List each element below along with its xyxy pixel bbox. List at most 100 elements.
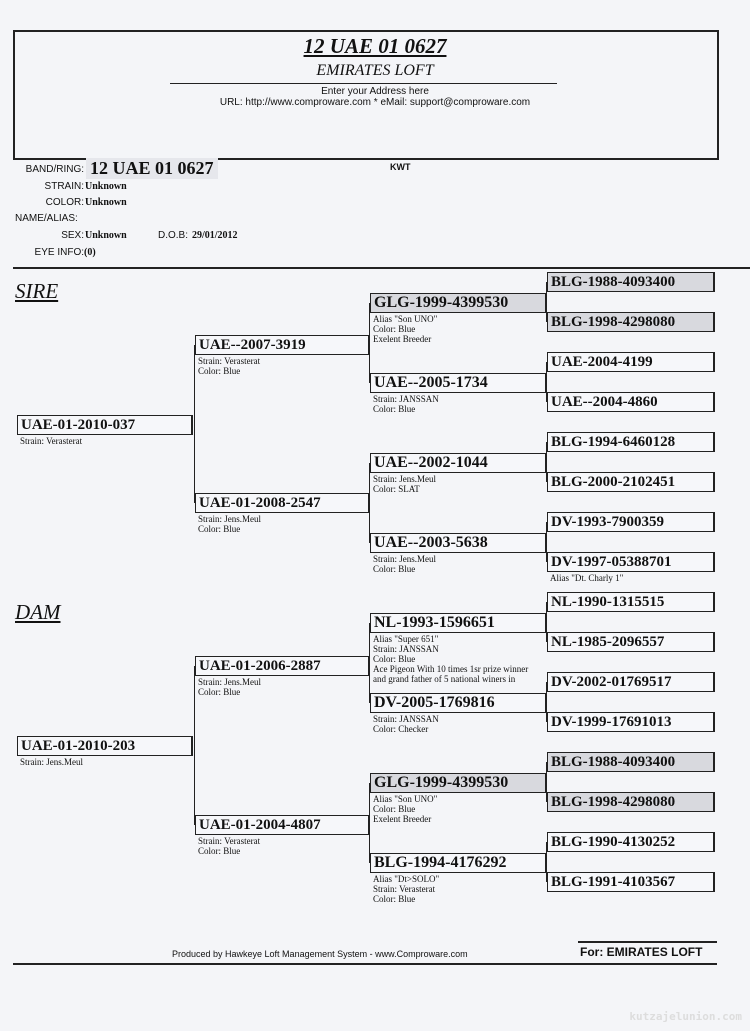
connector-line bbox=[546, 362, 547, 402]
connector-line bbox=[194, 666, 195, 825]
gen4-bird-band: BLG-1990-4130252 bbox=[547, 832, 715, 852]
connector-line bbox=[369, 623, 370, 703]
gen4-bird-info: Alias "Dt. Charly 1" bbox=[550, 573, 624, 583]
sire-heading: SIRE bbox=[15, 279, 59, 303]
gen3-bird-band: BLG-1994-4176292 bbox=[370, 853, 547, 873]
gen2-bird-info: Strain: Verasterat bbox=[198, 836, 261, 846]
watermark: kutzajelunion.com bbox=[629, 1010, 742, 1023]
gen1-bird-info: Strain: Verasterat bbox=[20, 436, 83, 446]
gen2-bird-band: UAE--2007-3919 bbox=[195, 335, 370, 355]
connector-line bbox=[369, 463, 370, 543]
divider bbox=[578, 941, 717, 943]
gen1-bird-info: Strain: Jens.Meul bbox=[20, 757, 83, 767]
alias-label: NAME/ALIAS: bbox=[15, 213, 78, 224]
gen3-bird-info: Alias "Son UNO" bbox=[373, 794, 438, 804]
gen2-bird-band: UAE-01-2004-4807 bbox=[195, 815, 370, 835]
gen4-bird-band: BLG-1988-4093400 bbox=[547, 752, 715, 772]
gen2-bird-info: Strain: Verasterat bbox=[198, 356, 261, 366]
gen3-bird-info: Color: Blue bbox=[373, 654, 416, 664]
dob-label: D.O.B: bbox=[158, 230, 189, 241]
gen3-bird-info: Strain: Verasterat bbox=[373, 884, 436, 894]
gen3-bird-info: Strain: JANSSAN bbox=[373, 394, 439, 404]
connector-line bbox=[369, 783, 370, 863]
gen4-bird-band: DV-1993-7900359 bbox=[547, 512, 715, 532]
page-title: 12 UAE 01 0627 bbox=[303, 34, 447, 58]
gen3-bird-info: Exelent Breeder bbox=[373, 334, 432, 344]
gen3-bird-band: DV-2005-1769816 bbox=[370, 693, 547, 713]
sex-value: Unknown bbox=[85, 230, 127, 241]
sex-label: SEX: bbox=[61, 230, 84, 241]
connector-line bbox=[194, 345, 195, 503]
gen2-bird-info: Color: Blue bbox=[198, 366, 241, 376]
connector-line bbox=[546, 602, 547, 642]
gen2-bird-band: UAE-01-2006-2887 bbox=[195, 656, 370, 676]
gen2-bird-info: Strain: Jens.Meul bbox=[198, 677, 261, 687]
connector-line bbox=[546, 522, 547, 562]
divider bbox=[13, 267, 750, 269]
gen3-bird-info: Color: Blue bbox=[373, 564, 416, 574]
gen3-bird-info: Ace Pigeon With 10 times 1sr prize winne… bbox=[373, 664, 529, 674]
gen4-bird-band: UAE--2004-4860 bbox=[547, 392, 715, 412]
gen3-bird-info: and grand father of 5 national winers in bbox=[373, 674, 516, 684]
gen3-bird-info: Alias "Son UNO" bbox=[373, 314, 438, 324]
gen3-bird-band: GLG-1999-4399530 bbox=[370, 773, 547, 793]
gen3-bird-info: Alias "Super 651" bbox=[373, 634, 439, 644]
gen2-bird-info: Strain: Jens.Meul bbox=[198, 514, 261, 524]
footer-credit: Produced by Hawkeye Loft Management Syst… bbox=[172, 949, 468, 959]
eye-value: (0) bbox=[84, 247, 96, 258]
dam-heading: DAM bbox=[15, 600, 61, 624]
eye-label: EYE INFO: bbox=[34, 247, 84, 258]
gen3-bird-info: Exelent Breeder bbox=[373, 814, 432, 824]
country: KWT bbox=[390, 162, 411, 172]
contact-line: URL: http://www.comproware.com * eMail: … bbox=[219, 97, 531, 108]
gen3-bird-band: UAE--2002-1044 bbox=[370, 453, 547, 473]
gen1-bird-band: UAE-01-2010-203 bbox=[17, 736, 193, 756]
band-value: 12 UAE 01 0627 bbox=[86, 158, 218, 179]
gen4-bird-band: UAE-2004-4199 bbox=[547, 352, 715, 372]
gen3-bird-band: UAE--2003-5638 bbox=[370, 533, 547, 553]
connector-line bbox=[546, 442, 547, 482]
gen4-bird-band: BLG-1988-4093400 bbox=[547, 272, 715, 292]
gen3-bird-info: Color: Blue bbox=[373, 324, 416, 334]
color-label: COLOR: bbox=[45, 197, 84, 208]
gen3-bird-band: NL-1993-1596651 bbox=[370, 613, 547, 633]
address: Enter your Address here bbox=[321, 86, 429, 97]
gen4-bird-band: BLG-1994-6460128 bbox=[547, 432, 715, 452]
gen2-bird-info: Color: Blue bbox=[198, 846, 241, 856]
header-box bbox=[13, 30, 719, 160]
gen4-bird-band: BLG-2000-2102451 bbox=[547, 472, 715, 492]
gen1-bird-band: UAE-01-2010-037 bbox=[17, 415, 193, 435]
dob-value: 29/01/2012 bbox=[192, 230, 238, 241]
gen4-bird-band: DV-1997-05388701 bbox=[547, 552, 715, 572]
band-label: BAND/RING: bbox=[25, 164, 84, 175]
strain-value: Unknown bbox=[85, 181, 127, 192]
gen4-bird-band: NL-1990-1315515 bbox=[547, 592, 715, 612]
gen3-bird-info: Strain: JANSSAN bbox=[373, 644, 439, 654]
connector-line bbox=[546, 682, 547, 722]
loft-name: EMIRATES LOFT bbox=[316, 62, 434, 79]
gen3-bird-info: Color: Blue bbox=[373, 404, 416, 414]
footer-loft: For: EMIRATES LOFT bbox=[580, 945, 703, 959]
connector-line bbox=[369, 303, 370, 383]
gen4-bird-band: BLG-1991-4103567 bbox=[547, 872, 715, 892]
gen3-bird-info: Alias "Dt>SOLO" bbox=[373, 874, 440, 884]
gen3-bird-info: Color: Blue bbox=[373, 894, 416, 904]
gen3-bird-band: UAE--2005-1734 bbox=[370, 373, 547, 393]
gen2-bird-info: Color: Blue bbox=[198, 524, 241, 534]
connector-line bbox=[546, 842, 547, 882]
strain-label: STRAIN: bbox=[44, 181, 84, 192]
gen2-bird-band: UAE-01-2008-2547 bbox=[195, 493, 370, 513]
divider bbox=[13, 963, 717, 965]
gen3-bird-info: Strain: Jens.Meul bbox=[373, 554, 436, 564]
gen4-bird-band: NL-1985-2096557 bbox=[547, 632, 715, 652]
gen3-bird-info: Color: Blue bbox=[373, 804, 416, 814]
gen4-bird-band: BLG-1998-4298080 bbox=[547, 312, 715, 332]
gen3-bird-info: Color: SLAT bbox=[373, 484, 420, 494]
gen4-bird-band: DV-1999-17691013 bbox=[547, 712, 715, 732]
gen3-bird-band: GLG-1999-4399530 bbox=[370, 293, 547, 313]
divider bbox=[170, 83, 557, 84]
gen4-bird-band: DV-2002-01769517 bbox=[547, 672, 715, 692]
gen3-bird-info: Strain: Jens.Meul bbox=[373, 474, 436, 484]
gen3-bird-info: Color: Checker bbox=[373, 724, 429, 734]
